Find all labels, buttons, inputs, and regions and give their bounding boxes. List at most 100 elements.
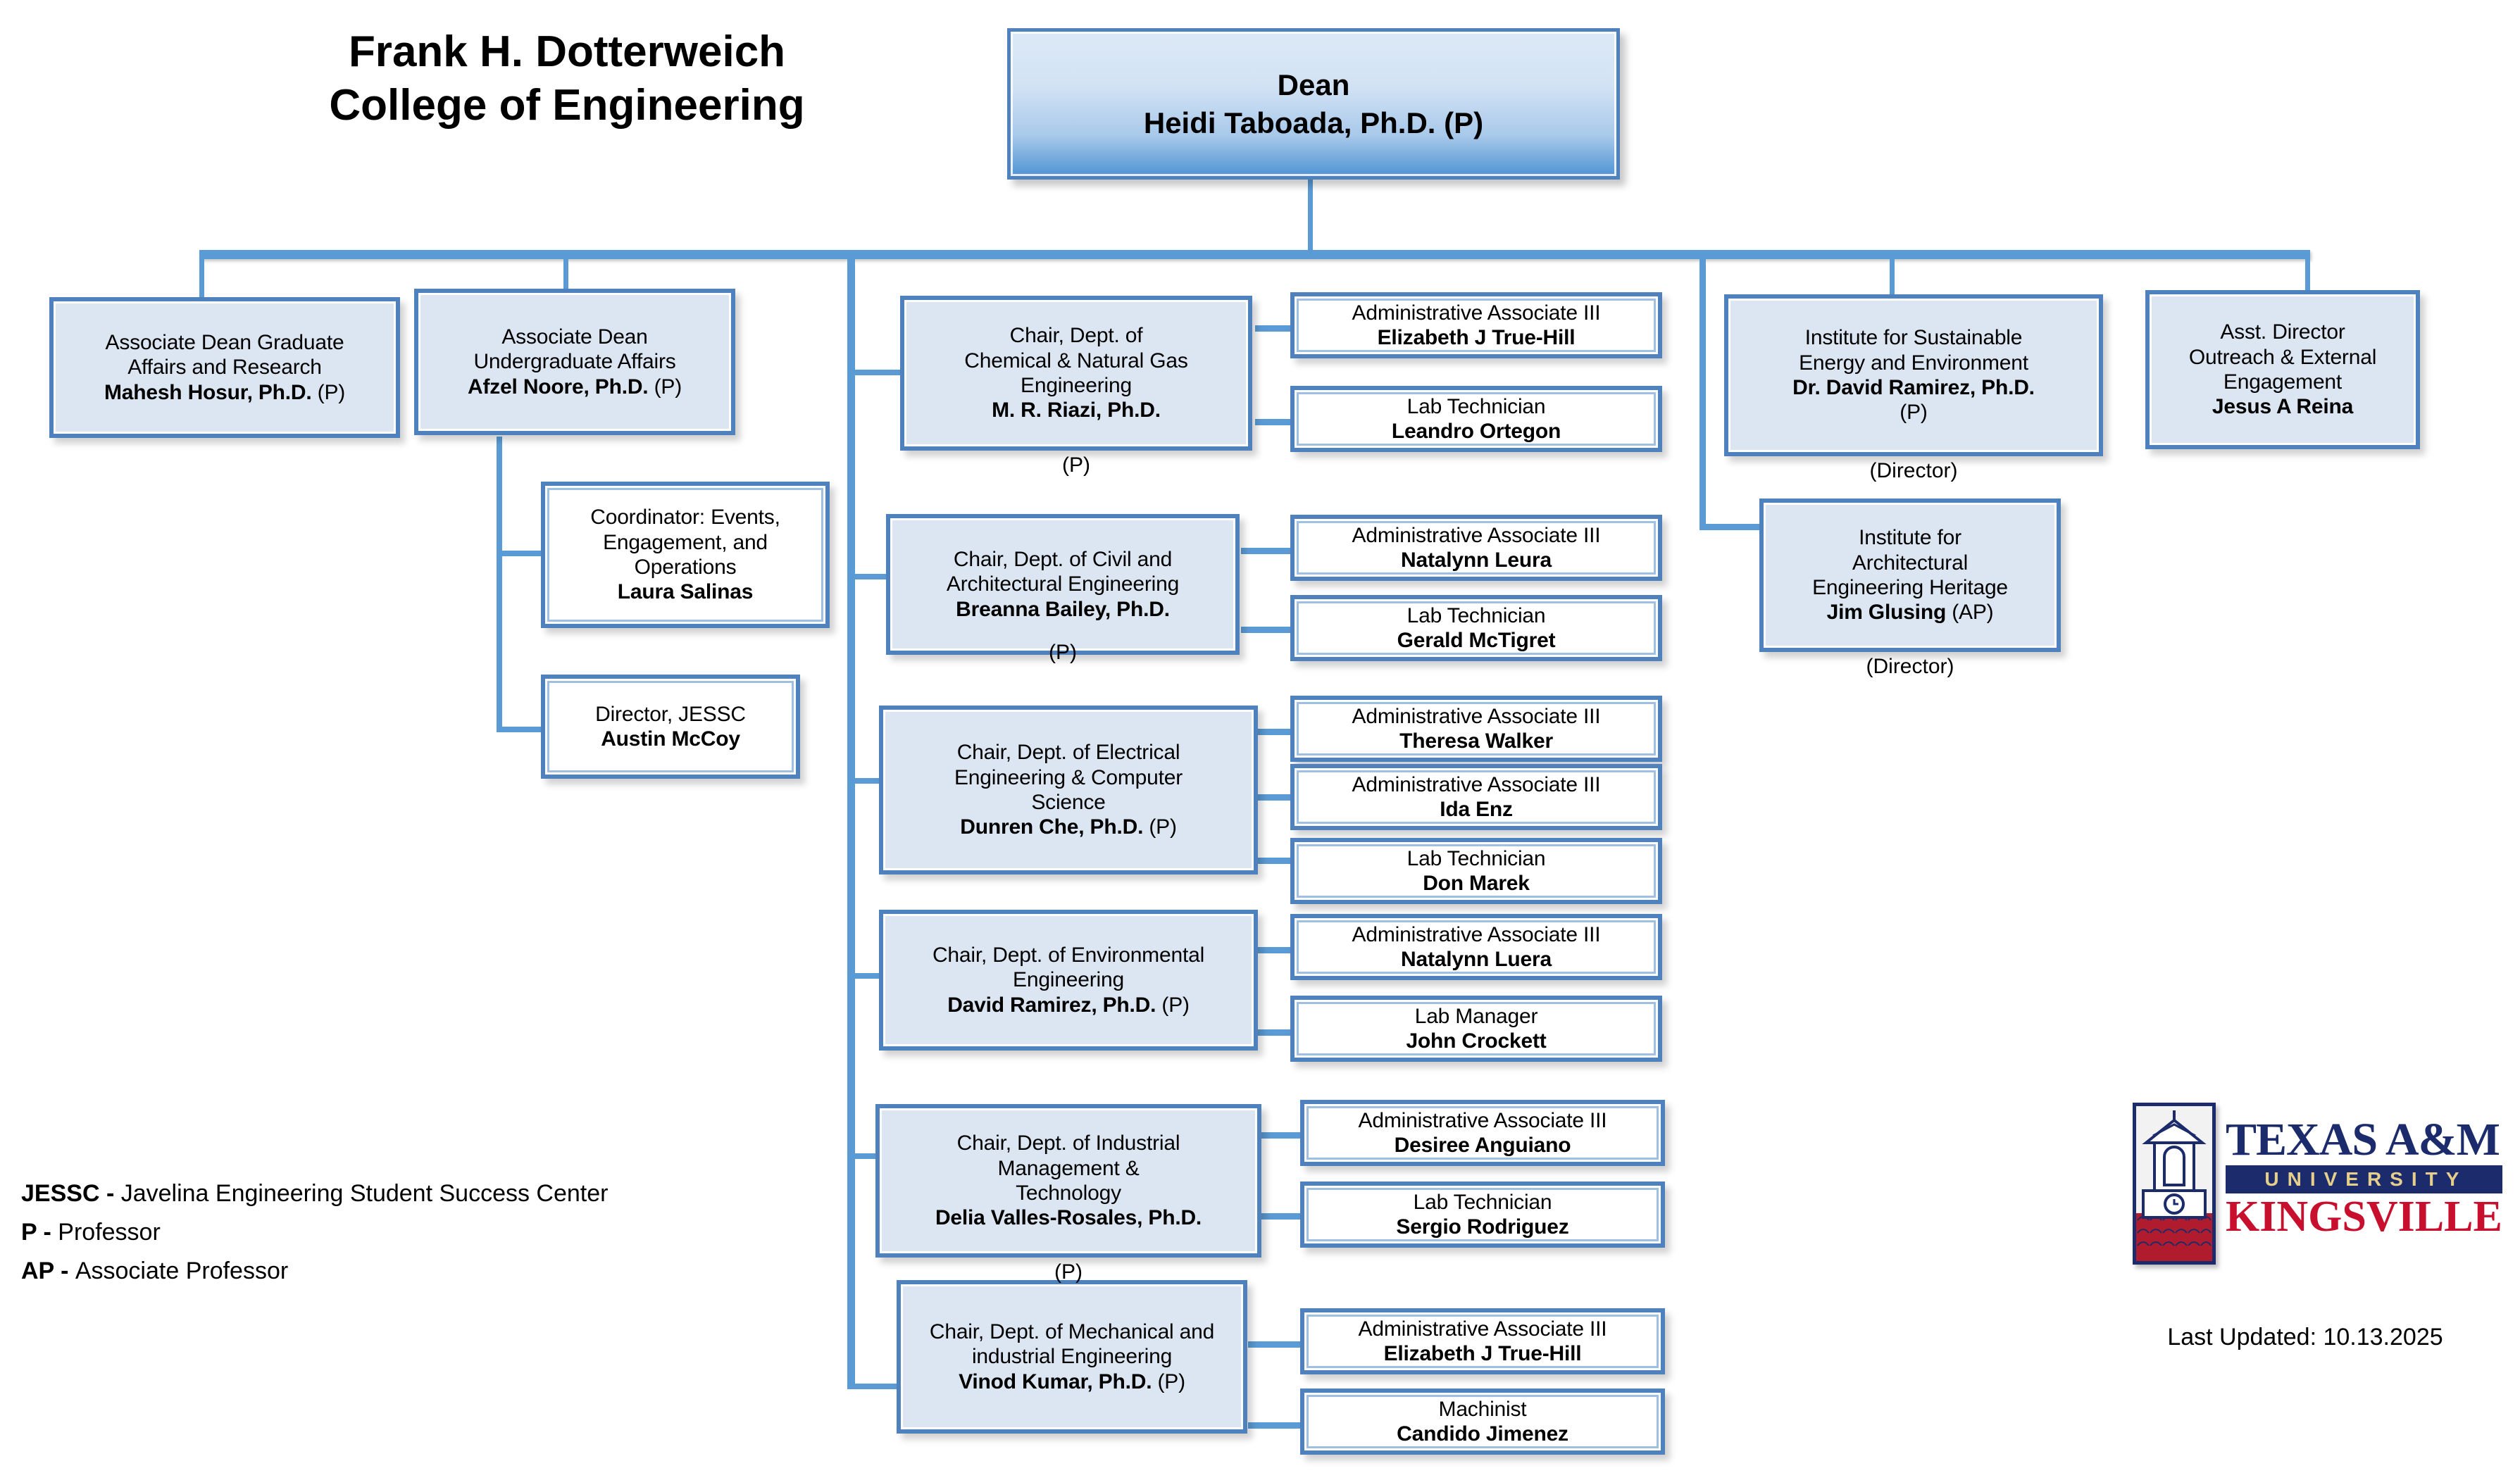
dept-mechanical-role1: Chair, Dept. of Mechanical and [929,1320,1215,1343]
staff-box-john-crockett[interactable]: Lab Manager John Crockett [1290,996,1662,1062]
assoc-dean-graduate-box[interactable]: Associate Dean Graduate Affairs and Rese… [49,297,400,438]
staff-box-theresa-walker[interactable]: Administrative Associate III Theresa Wal… [1290,696,1662,762]
dept-mechanical-role2: industrial Engineering [971,1345,1173,1369]
connector-dept2-staff2 [1241,627,1292,633]
staff-box-elizabeth-true-hill-chem[interactable]: Administrative Associate III Elizabeth J… [1290,292,1662,358]
staff-box-sergio-rodriguez[interactable]: Lab Technician Sergio Rodriguez [1300,1181,1665,1248]
institute-architectural-heritage-box[interactable]: Institute for Architectural Engineering … [1759,499,2061,652]
staff-box-desiree-anguiano[interactable]: Administrative Associate III Desiree Ang… [1300,1100,1665,1166]
connector-dept3-staff3 [1252,858,1292,864]
dean-box[interactable]: Dean Heidi Taboada, Ph.D. (P) [1007,28,1620,180]
coordinator-events-inner: Coordinator: Events, Engagement, and Ope… [545,486,825,624]
staff-natalynn-leura-role: Administrative Associate III [1352,523,1601,547]
staff-elizabeth-chem-inner: Administrative Associate III Elizabeth J… [1295,296,1658,354]
dept-imt-role1: Chair, Dept. of Industrial [956,1132,1180,1155]
dean-text: Dean Heidi Taboada, Ph.D. (P) [1144,66,1483,142]
staff-box-natalynn-leura[interactable]: Administrative Associate III Natalynn Le… [1290,515,1662,581]
dept-chemical-natural-gas-text: Chair, Dept. of Chemical & Natural Gas E… [912,323,1240,423]
staff-elizabeth-mech-text: Administrative Associate III Elizabeth J… [1312,1317,1653,1367]
legend-text-ap: Associate Professor [75,1258,289,1285]
coordinator-events-box[interactable]: Coordinator: Events, Engagement, and Ope… [541,482,830,628]
bell-tower-icon [2136,1110,2212,1261]
assoc-dean-undergraduate-role2: Undergraduate Affairs [473,350,676,374]
legend-row-ap: AP - Associate Professor [21,1252,796,1291]
staff-elizabeth-chem-name: Elizabeth J True-Hill [1377,326,1576,349]
staff-theresa-name: Theresa Walker [1399,729,1553,753]
assoc-dean-undergraduate-role1: Associate Dean [501,325,648,349]
logo-university-bar: UNIVERSITY [2226,1165,2502,1193]
asst-director-inner: Asst. Director Outreach & External Engag… [2150,294,2416,445]
asst-director-name: Jesus A Reina [2212,395,2354,419]
director-jessc-text: Director, JESSC Austin McCoy [553,702,788,752]
staff-box-elizabeth-true-hill-mech[interactable]: Administrative Associate III Elizabeth J… [1300,1308,1665,1374]
connector-spine-to-dept-3 [847,778,880,784]
dept-environmental-name: David Ramirez, Ph.D. [947,993,1156,1017]
connector-dept5-staff1 [1261,1132,1302,1139]
institute-sustainable-energy-box[interactable]: Institute for Sustainable Energy and Env… [1724,294,2103,456]
assoc-dean-graduate-rank: (P) [311,380,346,404]
connector-dept6-staff2 [1248,1422,1302,1429]
staff-box-gerald-mctigret[interactable]: Lab Technician Gerald McTigret [1290,595,1662,661]
connector-spine-to-dept-5 [847,1153,877,1159]
dept-chemical-role2: Chemical & Natural Gas [964,349,1188,372]
asst-director-role3: Engagement [2223,370,2343,394]
dept-mechanical-rank: (P) [1152,1369,1185,1393]
dept-mechanical-inner: Chair, Dept. of Mechanical and industria… [901,1284,1243,1429]
institute-heritage-rank: (AP) [1946,601,1994,625]
dept-environmental-text: Chair, Dept. of Environmental Engineerin… [891,943,1246,1017]
dept-environmental-role1: Chair, Dept. of Environmental [932,943,1205,967]
staff-natalynn-leura-name: Natalynn Leura [1401,549,1552,572]
staff-john-inner: Lab Manager John Crockett [1295,1000,1658,1058]
connector-dept3-staff1 [1252,729,1292,735]
coordinator-events-role3: Operations [634,556,737,579]
coordinator-events-role1: Coordinator: Events, [590,506,780,529]
dept-environmental-box[interactable]: Chair, Dept. of Environmental Engineerin… [879,910,1258,1051]
assoc-dean-undergraduate-box[interactable]: Associate Dean Undergraduate Affairs Afz… [414,289,735,435]
legend-text-p: Professor [58,1219,161,1246]
dept-mechanical-name: Vinod Kumar, Ph.D. [959,1369,1152,1393]
staff-theresa-inner: Administrative Associate III Theresa Wal… [1295,700,1658,758]
dept-industrial-management-box[interactable]: Chair, Dept. of Industrial Management & … [875,1104,1261,1258]
tamuk-logo: TEXAS A&M UNIVERSITY KINGSVILLE [2133,1103,2502,1272]
director-jessc-inner: Director, JESSC Austin McCoy [545,679,796,775]
staff-elizabeth-mech-role: Administrative Associate III [1358,1317,1607,1341]
staff-box-leandro-ortegon[interactable]: Lab Technician Leandro Ortegon [1290,386,1662,452]
assoc-dean-graduate-role1: Associate Dean Graduate [105,330,344,354]
staff-gerald-role: Lab Technician [1406,603,1546,627]
dept-chemical-role1: Chair, Dept. of [1009,324,1143,348]
staff-box-natalynn-luera[interactable]: Administrative Associate III Natalynn Lu… [1290,914,1662,980]
staff-desiree-role: Administrative Associate III [1358,1108,1607,1132]
connector-drop-departments-spine [847,250,855,1389]
staff-sergio-role: Lab Technician [1413,1190,1552,1214]
institute-sustainable-text: Institute for Sustainable Energy and Env… [1736,325,2091,425]
dept-electrical-computer-science-box[interactable]: Chair, Dept. of Electrical Engineering &… [879,706,1258,875]
dept-mechanical-industrial-box[interactable]: Chair, Dept. of Mechanical and industria… [897,1280,1247,1434]
staff-leandro-name: Leandro Ortegon [1391,420,1561,443]
staff-candido-name: Candido Jimenez [1397,1422,1568,1446]
staff-desiree-name: Desiree Anguiano [1394,1134,1571,1157]
staff-box-candido-jimenez[interactable]: Machinist Candido Jimenez [1300,1389,1665,1455]
staff-elizabeth-chem-text: Administrative Associate III Elizabeth J… [1302,301,1650,351]
staff-natalynn-luera-inner: Administrative Associate III Natalynn Lu… [1295,918,1658,976]
staff-gerald-name: Gerald McTigret [1397,629,1556,652]
institute-sustainable-role1: Institute for Sustainable [1804,326,2023,350]
asst-director-outreach-box[interactable]: Asst. Director Outreach & External Engag… [2145,290,2420,449]
connector-dept3-staff2 [1252,794,1292,801]
connector-institute-heritage-horiz [1699,524,1798,530]
institute-sustainable-rank: (P) [1900,401,1928,425]
connector-drop-institute-sustainable [1890,250,1895,296]
staff-natalynn-leura-text: Administrative Associate III Natalynn Le… [1302,523,1650,573]
director-jessc-box[interactable]: Director, JESSC Austin McCoy [541,675,800,779]
page-title-line2: College of Engineering [329,80,805,130]
connector-ugrad-spine [497,437,502,732]
connector-dean-stem [1308,177,1313,255]
dept-civil-rank-caption: (P) [1049,641,1077,664]
dept-eecs-role3: Science [1031,791,1106,814]
institute-sustainable-director-caption: (Director) [1869,459,1958,482]
dept-civil-architectural-box[interactable]: Chair, Dept. of Civil and Architectural … [886,514,1240,655]
dept-environmental-role2: Engineering [1013,968,1124,992]
dept-imt-role3: Technology [1016,1181,1121,1205]
staff-box-ida-enz[interactable]: Administrative Associate III Ida Enz [1290,764,1662,830]
dept-chemical-natural-gas-box[interactable]: Chair, Dept. of Chemical & Natural Gas E… [900,296,1252,451]
staff-box-don-marek[interactable]: Lab Technician Don Marek [1290,838,1662,904]
